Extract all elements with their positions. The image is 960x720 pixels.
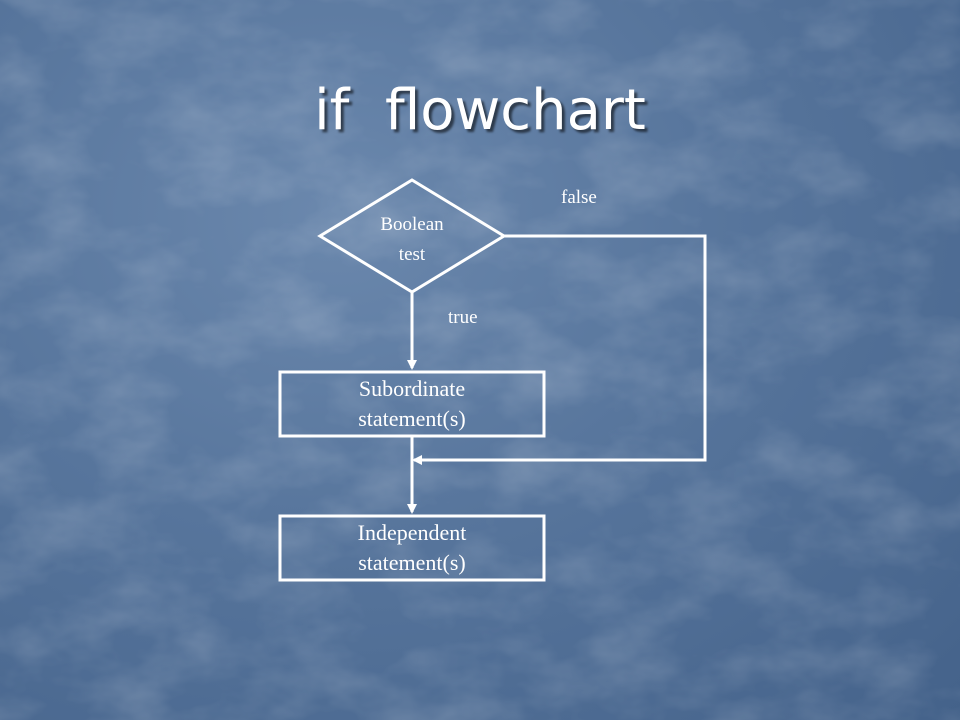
- false-label: false: [561, 187, 597, 208]
- independent-label-line2: statement(s): [358, 550, 466, 575]
- slide-title: if flowchart: [314, 78, 646, 143]
- decision-diamond: [317, 178, 507, 294]
- false-branch-line: [424, 234, 707, 462]
- subordinate-label-line2: statement(s): [358, 406, 466, 431]
- decision-label-line1: Boolean: [380, 214, 444, 235]
- independent-label-line1: Independent: [358, 520, 467, 545]
- decision-label-line2: test: [399, 244, 426, 265]
- independent-statement-box: [278, 514, 546, 582]
- subordinate-label-line1: Subordinate: [359, 376, 465, 401]
- true-label: true: [448, 307, 478, 328]
